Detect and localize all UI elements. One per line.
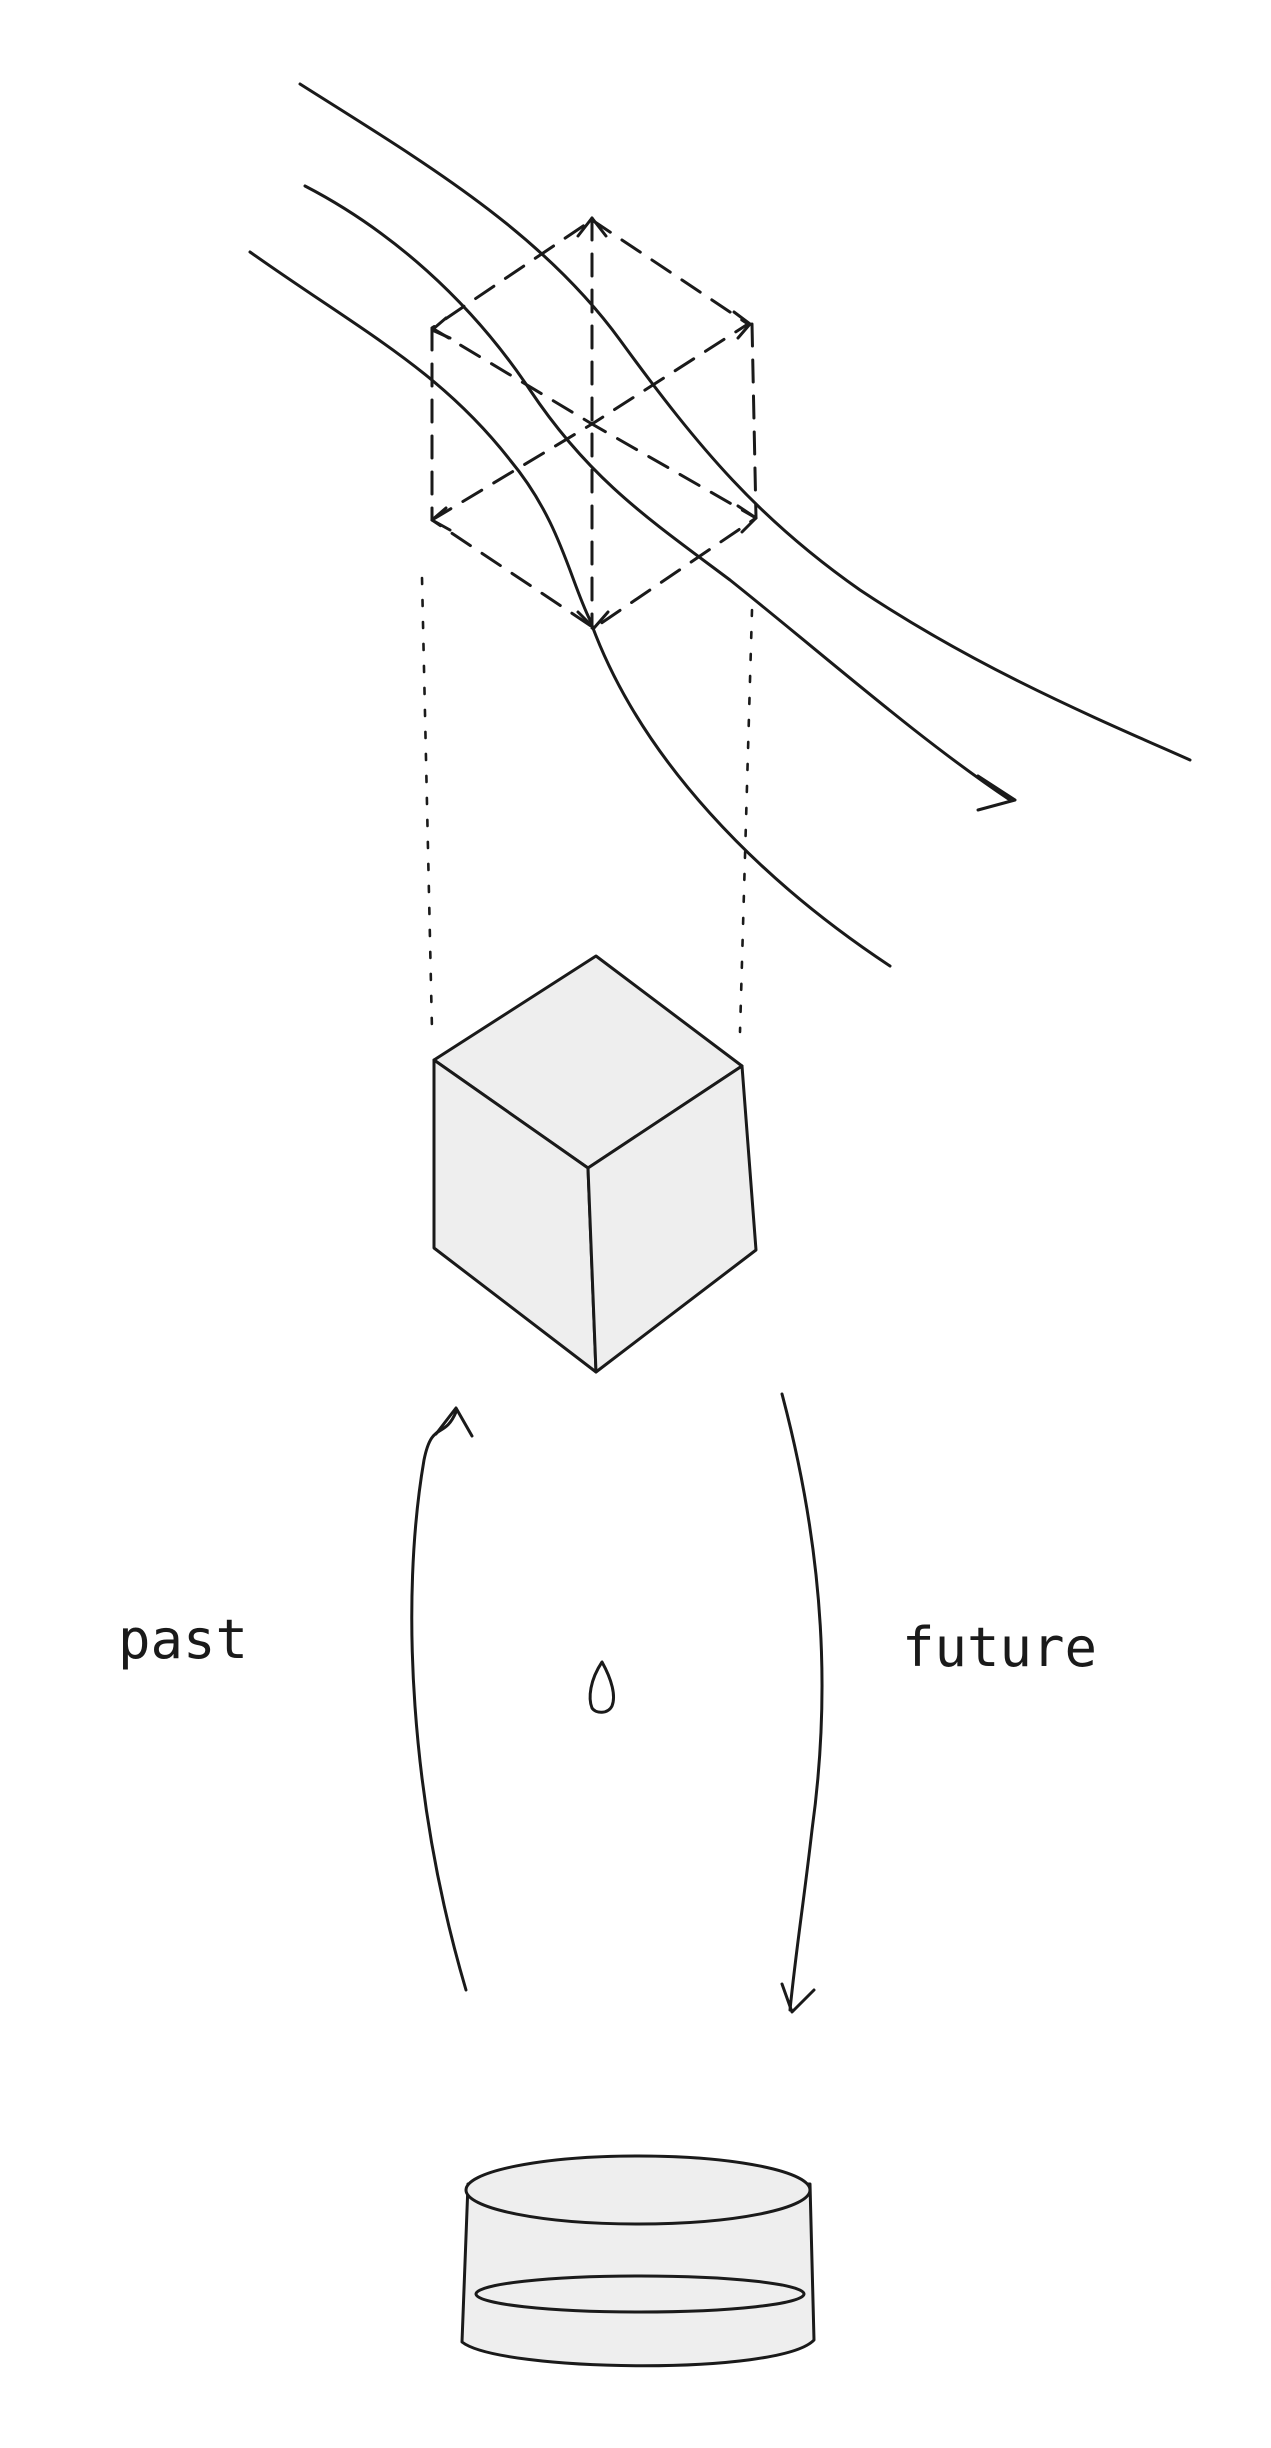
- projection-line-left: [420, 576, 434, 1032]
- disc-top: [464, 2154, 812, 2226]
- drop-icon: [588, 1660, 616, 1714]
- corner-arrowhead-right-top-icon: [732, 310, 752, 340]
- dashed-axes-cube-icon: [430, 216, 758, 630]
- past-label: past: [118, 1608, 248, 1671]
- streamlines-icon: [248, 82, 1192, 968]
- projection-lines: [420, 576, 754, 1034]
- cube-bottom-face: [430, 422, 758, 630]
- corner-arrowhead-bottom-icon: [576, 610, 610, 630]
- cube-right-face: [586, 1064, 758, 1374]
- past-arrow-head-icon: [434, 1406, 474, 1438]
- disc-icon: [460, 2154, 816, 2368]
- streamline-middle: [303, 184, 1012, 802]
- cube-right-edge: [750, 322, 758, 520]
- streamline-upper: [298, 82, 1192, 762]
- corner-arrowhead-left-top-icon: [430, 316, 452, 340]
- projection-line-right: [738, 608, 754, 1034]
- future-arrow-icon: [780, 1392, 824, 2014]
- past-arrow-icon: [410, 1406, 474, 1992]
- future-arrow-line: [780, 1392, 824, 2012]
- future-label: future: [902, 1616, 1097, 1679]
- streamline-lower: [248, 250, 892, 968]
- cube-icon: [432, 954, 758, 1374]
- corner-arrowhead-left-bottom-icon: [430, 506, 452, 532]
- future-arrow-head-icon: [780, 1982, 816, 2014]
- corner-arrowhead-right-bottom-icon: [736, 504, 758, 534]
- axis-vertical-arrowhead-icon: [576, 216, 608, 238]
- past-arrow-line: [410, 1410, 468, 1992]
- disc-band: [474, 2274, 806, 2314]
- streamline-arrowhead-icon: [976, 774, 1017, 812]
